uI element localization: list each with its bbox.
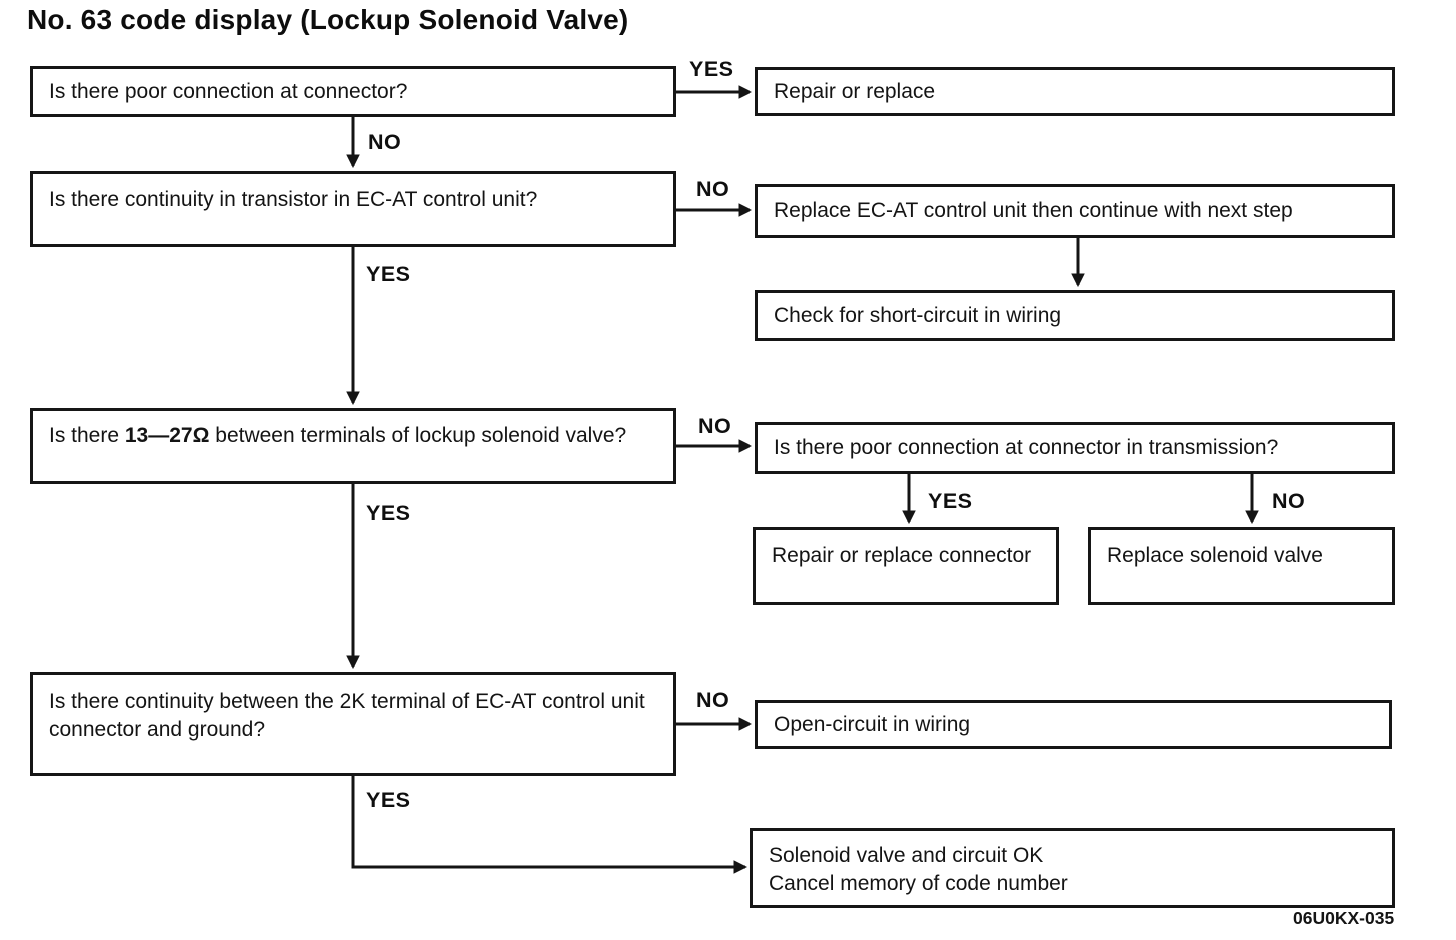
node-text: Is there 13—27Ω between terminals of loc… [49,424,627,447]
resistance-value: 13—27Ω [124,424,210,447]
edge-label-yes: YES [689,57,734,81]
node-text: Is there poor connection at connector in… [774,436,1279,460]
node-action-repair-or-replace: Repair or replace [755,67,1395,116]
edge-label-yes: YES [366,262,411,286]
node-text: Replace EC-AT control unit then continue… [774,199,1293,223]
node-final-circuit-ok: Solenoid valve and circuit OK Cancel mem… [750,828,1395,908]
node-action-open-circuit-wiring: Open-circuit in wiring [755,700,1392,749]
edge-label-no: NO [698,414,732,438]
node-question-poor-connection: Is there poor connection at connector? [30,66,676,117]
node-text: Open-circuit in wiring [774,712,971,736]
node-question-resistance: Is there 13—27Ω between terminals of loc… [30,408,676,484]
node-text-line2: Cancel memory of code number [769,871,1068,895]
node-text: Is there continuity between the 2K termi… [49,690,645,741]
node-text: Repair or replace connector [772,544,1032,567]
node-question-transistor-continuity: Is there continuity in transistor in EC-… [30,171,676,247]
node-action-replace-solenoid-valve: Replace solenoid valve [1088,527,1395,605]
node-action-check-short-circuit: Check for short-circuit in wiring [755,290,1395,341]
node-text: Repair or replace [774,79,936,103]
page-title: No. 63 code display (Lockup Solenoid Val… [27,4,629,35]
edge-label-no: NO [696,688,730,712]
edge-label-yes: YES [366,788,411,812]
node-action-repair-connector: Repair or replace connector [753,527,1059,605]
node-text: Is there poor connection at connector? [49,79,408,103]
node-question-continuity-ground: Is there continuity between the 2K termi… [30,672,676,776]
edge-label-no: NO [1272,489,1306,513]
edge-label-yes: YES [366,501,411,525]
node-text-line1: Solenoid valve and circuit OK [769,844,1044,867]
node-action-replace-ecat-unit: Replace EC-AT control unit then continue… [755,184,1395,238]
edge-label-no: NO [696,177,730,201]
node-question-connector-transmission: Is there poor connection at connector in… [755,422,1395,474]
edge-label-no: NO [368,130,402,154]
node-text: Check for short-circuit in wiring [774,303,1062,327]
node-text: Replace solenoid valve [1107,544,1323,567]
edge-label-yes: YES [928,489,973,513]
figure-code: 06U0KX-035 [1293,908,1395,928]
edge-q5-yes [351,776,748,874]
node-text: Is there continuity in transistor in EC-… [49,188,538,211]
